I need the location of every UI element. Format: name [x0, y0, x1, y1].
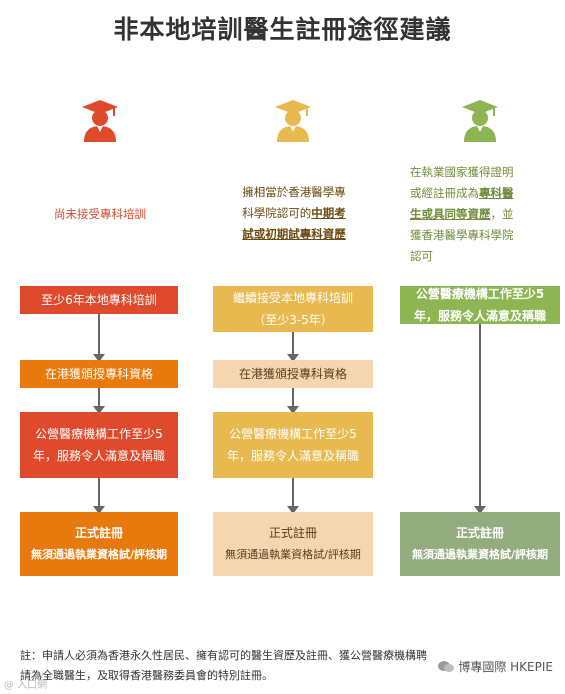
middle-step1-box: 繼續接受本地專科培訓 （至少3-5年）	[213, 286, 373, 332]
graduate-icon	[82, 100, 118, 142]
arrow	[93, 478, 105, 514]
watermark-left: @ 入口網	[4, 680, 48, 691]
graduate-icon	[462, 100, 498, 142]
arrow	[93, 314, 105, 362]
arrow	[474, 324, 486, 514]
left-step3-box: 公營醫療機構工作至少5 年，服務令人滿意及稱職	[20, 412, 178, 478]
arrow	[287, 332, 299, 362]
arrow	[287, 478, 299, 514]
page-title: 非本地培訓醫生註冊途徑建議	[113, 15, 452, 44]
middle-description: 擁相當於香港醫學專 科學院認可的中期考 試或初期試專科資歷	[242, 185, 346, 241]
chat-icon	[438, 660, 455, 672]
middle-final-box: 正式註冊 無須通過執業資格試/評核期	[213, 512, 373, 576]
left-step1-box: 至少6年本地專科培訓	[20, 286, 178, 314]
left-description: 尚未接受專科培訓	[54, 207, 146, 221]
footnote: 註：申請人必須為香港永久性居民、擁有認可的醫生資歷及註冊、獲公營醫療機構聘 請為…	[20, 649, 427, 682]
right-step1-box: 公營醫療機構工作至少5 年，服務令人滿意及稱職	[400, 286, 560, 324]
left-step2-box: 在港獲頒授專科資格	[20, 360, 178, 388]
watermark-brand: 博專國際 HKEPIE	[438, 658, 553, 675]
right-final-box: 正式註冊 無須通過執業資格試/評核期	[400, 512, 560, 576]
graduate-icon	[275, 100, 311, 142]
middle-step2-box: 在港獲頒授專科資格	[213, 360, 373, 388]
right-description: 在執業國家獲得證明 或經註冊成為專科醫 生或具同等資歷，並 獲香港醫學專科學院 …	[410, 165, 514, 263]
arrow	[287, 388, 299, 414]
middle-step3-box: 公營醫療機構工作至少5 年，服務令人滿意及稱職	[213, 412, 373, 478]
arrow	[93, 388, 105, 414]
left-final-box: 正式註冊 無須通過執業資格試/評核期	[20, 512, 178, 576]
